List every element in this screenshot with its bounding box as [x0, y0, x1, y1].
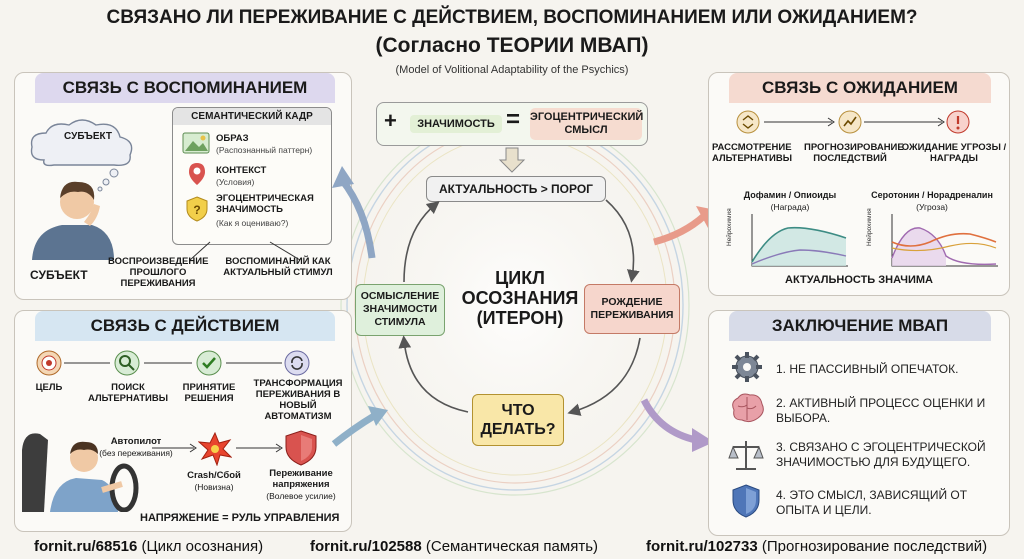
threshold-box: АКТУАЛЬНОСТЬ > ПОРОГ	[426, 176, 606, 202]
crash-burst-icon	[198, 432, 232, 466]
transform-icon	[284, 350, 310, 376]
chart2-axis-label: Нейрохимия	[866, 208, 873, 246]
forecast-icon	[838, 110, 862, 134]
footer-link-3-group: fornit.ru/102733 (Прогнозирование послед…	[646, 538, 987, 555]
reward-curve-chart	[751, 214, 848, 267]
location-pin-icon	[189, 163, 205, 185]
cloud-label: СУБЪЕКТ	[64, 131, 112, 142]
chart2-sub: (Угроза)	[916, 202, 948, 212]
frame-arrows	[189, 241, 301, 261]
cycle-center-title: ЦИКЛ ОСОЗНАНИЯ (ИТЕРОН)	[461, 268, 579, 328]
page-subtitle: (Model of Volitional Adaptability of the…	[395, 64, 629, 76]
action-panel: СВЯЗЬ С ДЕЙСТВИЕМ	[14, 310, 352, 532]
action-lower-arrows	[152, 443, 283, 453]
crash-label: Crash/Сбой	[187, 470, 241, 481]
threat-curve-chart	[891, 214, 998, 267]
footer-link-3[interactable]: fornit.ru/102733	[646, 538, 758, 555]
cycle-left-box: ОСМЫСЛЕНИЕ ЗНАЧИМОСТИ СТИМУЛА	[355, 284, 445, 336]
crash-sub: (Новизна)	[194, 482, 234, 492]
frame-item-significance-title: ЭГОЦЕНТРИЧЕСКАЯ ЗНАЧИМОСТЬ	[216, 193, 314, 215]
footer-link-1-sub: (Цикл осознания)	[141, 538, 264, 555]
semantic-frame-title: СЕМАНТИЧЕСКИЙ КАДР	[173, 108, 331, 125]
thinking-person-icon	[32, 181, 114, 260]
frame-item-context-sub: (Условия)	[216, 177, 255, 187]
formula-plus: +	[384, 108, 397, 133]
page-title-line2: (Согласно ТЕОРИИ МВАП)	[375, 34, 649, 57]
svg-text:?: ?	[193, 203, 200, 217]
footer-link-2-sub: (Семантическая память)	[425, 538, 599, 555]
conclusion-header: ЗАКЛЮЧЕНИЕ МВАП	[729, 311, 991, 341]
formula-left: ЗНАЧИМОСТЬ	[410, 115, 502, 133]
cycle-right-box: РОЖДЕНИЕ ПЕРЕЖИВАНИЯ	[584, 284, 680, 334]
action-step-transform: ТРАНСФОРМАЦИЯ ПЕРЕЖИВАНИЯ В НОВЫЙ АВТОМА…	[253, 378, 343, 422]
conclusion-panel: ЗАКЛЮЧЕНИЕ МВАП	[708, 310, 1010, 536]
brain-icon	[732, 393, 764, 423]
search-icon	[114, 350, 140, 376]
memory-caption-left: ВОСПРОИЗВЕДЕНИЕ ПРОШЛОГО ПЕРЕЖИВАНИЯ	[108, 256, 209, 289]
arrow-to-action	[331, 406, 388, 447]
autopilot-sub: (без переживания)	[99, 448, 173, 458]
expect-step-threat-reward: ОЖИДАНИЕ УГРОЗЫ / НАГРАДЫ	[901, 142, 1007, 164]
action-step-goal: ЦЕЛЬ	[35, 382, 63, 393]
cycle-arrows	[398, 199, 641, 416]
shield-question-icon: ?	[186, 196, 208, 222]
chart1-axis-label: Нейрохимия	[726, 208, 733, 246]
arrow-to-memory	[332, 166, 376, 259]
expect-step-alternatives: РАССМОТРЕНИЕ АЛЬТЕРНАТИВЫ	[712, 142, 793, 164]
warning-icon	[946, 110, 970, 134]
driver-icon	[22, 433, 139, 512]
formula-right: ЭГОЦЕНТРИЧЕСКИЙ СМЫСЛ	[530, 108, 643, 140]
expect-step-forecast: ПРОГНОЗИРОВАНИЕ ПОСЛЕДСТВИЙ	[804, 142, 904, 164]
person-label: СУБЪЕКТ	[30, 268, 88, 282]
action-formula: НАПРЯЖЕНИЕ = РУЛЬ УПРАВЛЕНИЯ	[140, 512, 340, 524]
red-shield-icon	[285, 430, 317, 466]
action-step-search: ПОИСК АЛЬТЕРНАТИВЫ	[88, 382, 169, 404]
footer-link-1[interactable]: fornit.ru/68516	[34, 538, 138, 555]
conclusion-item-3: 3. СВЯЗАНО С ЭГОЦЕНТРИЧЕСКОЙ ЗНАЧИМОСТЬЮ…	[776, 440, 986, 469]
blue-shield-icon	[732, 484, 760, 518]
expectation-step-arrows	[764, 117, 945, 127]
tension-label: Переживание напряжения	[269, 468, 333, 490]
conclusion-item-1: 1. НЕ ПАССИВНЫЙ ОПЕЧАТОК.	[776, 362, 959, 376]
expectation-footer: АКТУАЛЬНОСТЬ ЗНАЧИМА	[785, 274, 933, 286]
target-icon	[36, 350, 62, 376]
formula-down-arrow	[498, 147, 526, 173]
formula-equals: =	[506, 106, 521, 133]
chart1-title: Дофамин / Опиоиды	[743, 190, 837, 200]
chart1-sub: (Награда)	[770, 202, 810, 212]
footer-link-3-sub: (Прогнозирование последствий)	[761, 538, 988, 555]
check-icon	[196, 350, 222, 376]
memory-caption-right: ВОСПОМИНАНИЙ КАК АКТУАЛЬНЫЙ СТИМУЛ	[223, 256, 333, 278]
scales-icon	[728, 441, 764, 470]
conclusion-item-2: 2. АКТИВНЫЙ ПРОЦЕСС ОЦЕНКИ И ВЫБОРА.	[776, 396, 986, 425]
expectation-header: СВЯЗЬ С ОЖИДАНИЕМ	[729, 73, 991, 103]
tension-sub: (Волевое усилие)	[266, 491, 336, 501]
footer-link-2-group: fornit.ru/102588 (Семантическая память)	[310, 538, 598, 555]
cloud-dots	[97, 168, 119, 192]
frame-item-image-title: ОБРАЗ	[216, 133, 249, 144]
footer-link-2[interactable]: fornit.ru/102588	[310, 538, 422, 555]
gear-icon	[732, 352, 762, 382]
action-header: СВЯЗЬ С ДЕЙСТВИЕМ	[35, 311, 335, 341]
frame-item-significance-sub: (Как я оцениваю?)	[216, 218, 289, 228]
footer-link-1-group: fornit.ru/68516 (Цикл осознания)	[34, 538, 263, 555]
action-step-decision: ПРИНЯТИЕ РЕШЕНИЯ	[182, 382, 236, 404]
page-title: СВЯЗАНО ЛИ ПЕРЕЖИВАНИЕ С ДЕЙСТВИЕМ, ВОСП…	[106, 7, 918, 28]
cycle-bottom-box: ЧТО ДЕЛАТЬ?	[472, 394, 564, 446]
memory-header: СВЯЗЬ С ВОСПОМИНАНИЕМ	[35, 73, 335, 103]
alternatives-icon	[736, 110, 760, 134]
frame-item-image-sub: (Распознанный паттерн)	[216, 145, 313, 155]
autopilot-label: Автопилот	[110, 436, 162, 447]
image-icon	[182, 132, 210, 154]
frame-item-context-title: КОНТЕКСТ	[216, 165, 267, 176]
conclusion-item-4: 4. ЭТО СМЫСЛ, ЗАВИСЯЩИЙ ОТ ОПЫТА И ЦЕЛИ.	[776, 488, 968, 517]
action-step-arrows	[64, 362, 282, 364]
chart2-title: Серотонин / Норадреналин	[871, 190, 993, 200]
arrow-to-conclusion	[640, 398, 714, 452]
thought-cloud-icon	[30, 119, 133, 167]
